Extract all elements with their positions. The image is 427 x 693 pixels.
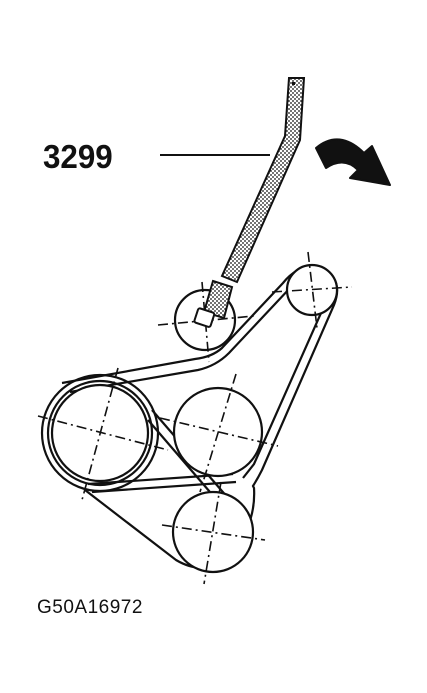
lower-pulley xyxy=(171,490,255,574)
figure-code-label: G50A16972 xyxy=(37,597,143,618)
tool-number-label: 3299 xyxy=(43,138,113,175)
special-tool-bar xyxy=(193,77,306,328)
rotation-direction-arrow xyxy=(315,138,391,186)
